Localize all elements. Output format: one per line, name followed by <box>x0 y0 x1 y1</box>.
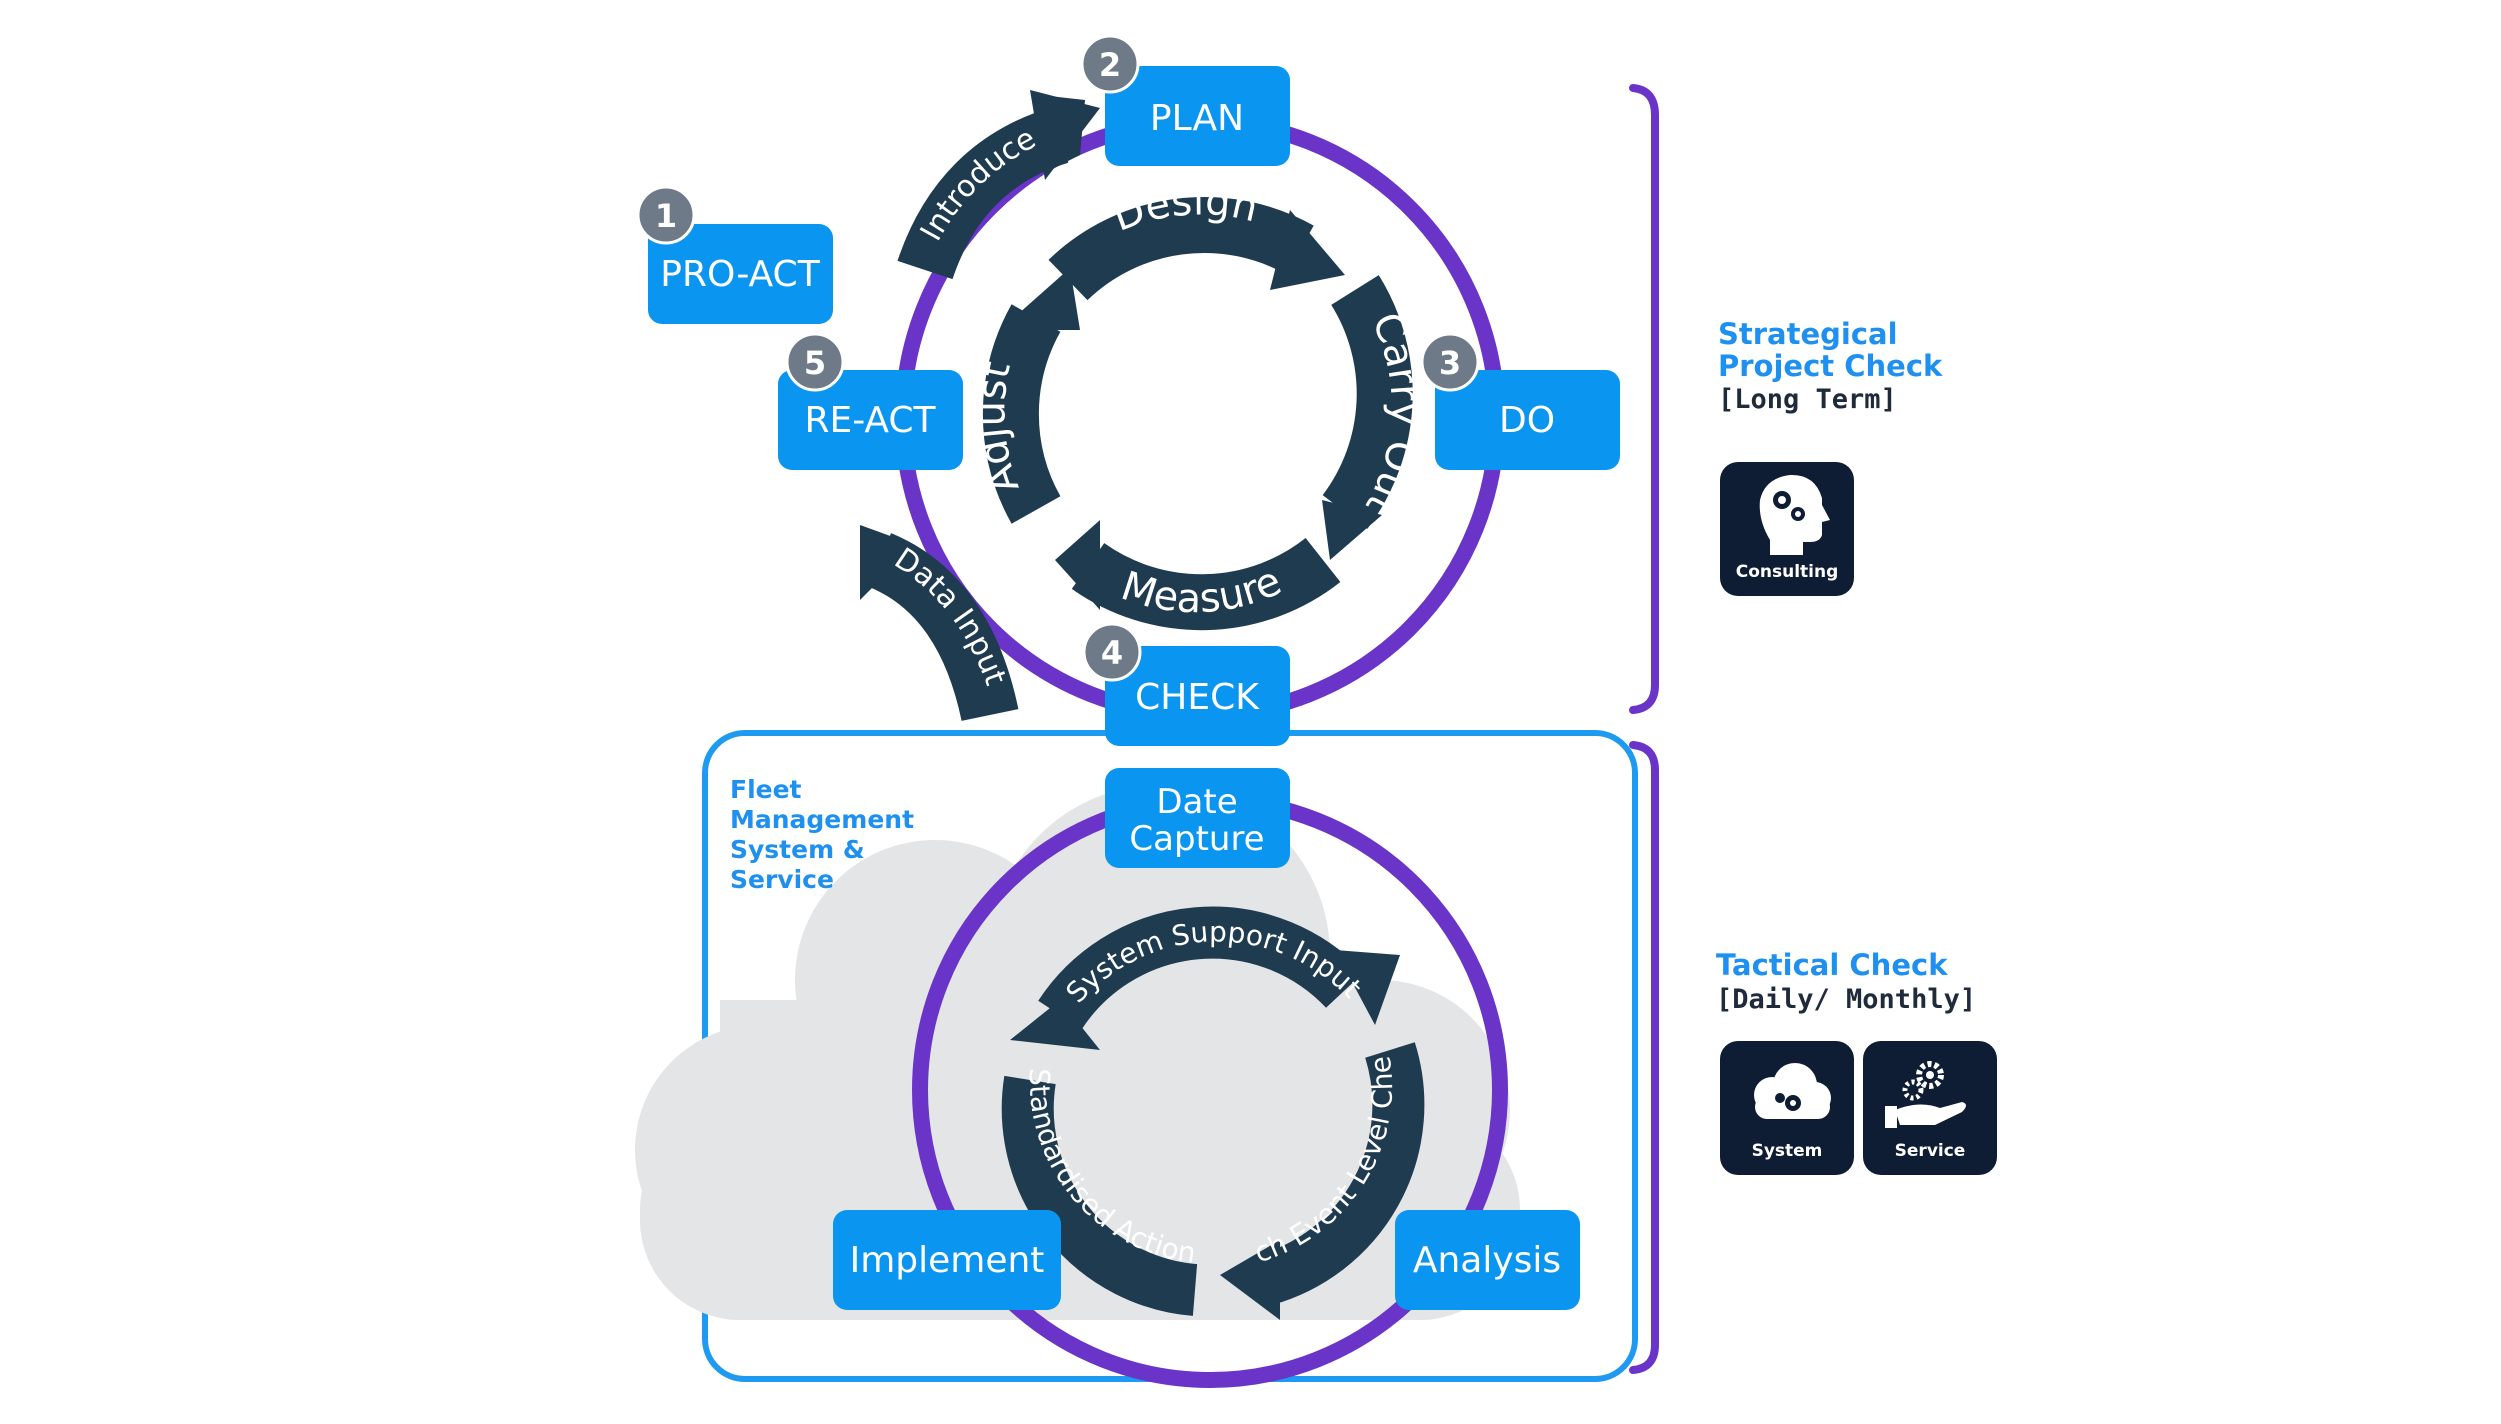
consulting-icon-label: Consulting <box>1736 562 1839 582</box>
strategic-bracket <box>1629 84 1659 714</box>
re-act-number: 5 <box>804 344 826 382</box>
fleet-management-label: Fleet Management System & Service <box>730 775 914 894</box>
implement-label: Implement <box>850 1240 1045 1281</box>
plan-number: 2 <box>1099 46 1121 84</box>
strategic-panel: Strategical Project Check [Long Term] Co… <box>1718 317 1943 596</box>
top-inner-arrowheads <box>1000 210 1382 610</box>
date-capture-line-2: Capture <box>1129 819 1264 859</box>
check-label: CHECK <box>1135 677 1260 718</box>
system-icon: System <box>1720 1041 1854 1175</box>
bottom-inner-arrowheads <box>1010 950 1400 1320</box>
check-number: 4 <box>1101 634 1123 672</box>
step-badge <box>1420 332 1480 392</box>
strategic-title-line-1: Strategical <box>1718 317 1898 351</box>
service-icon: Service <box>1863 1041 1997 1175</box>
box-implement[interactable]: Implement <box>833 1210 1061 1310</box>
tactical-title: Tactical Check <box>1716 948 1948 982</box>
step-plan[interactable]: PLAN 2 <box>1080 34 1290 166</box>
svg-text:System &: System & <box>730 835 865 864</box>
consulting-icon: Consulting <box>1720 462 1854 596</box>
step-badge <box>785 332 845 392</box>
step-do[interactable]: DO 3 <box>1420 332 1620 470</box>
svg-text:Management: Management <box>730 805 914 834</box>
date-capture-line-1: Date <box>1156 782 1237 822</box>
box-analysis[interactable]: Analysis <box>1395 1210 1580 1310</box>
step-pro-act[interactable]: PRO-ACT 1 <box>636 185 833 324</box>
re-act-label: RE-ACT <box>804 400 936 441</box>
step-re-act[interactable]: RE-ACT 5 <box>778 332 963 470</box>
step-badge <box>636 185 696 245</box>
service-icon-label: Service <box>1895 1141 1966 1161</box>
analysis-label: Analysis <box>1413 1240 1561 1281</box>
svg-text:Fleet: Fleet <box>730 775 802 804</box>
do-label: DO <box>1499 400 1555 441</box>
pro-act-number: 1 <box>655 197 677 235</box>
svg-text:Service: Service <box>730 865 834 894</box>
step-badge <box>1080 34 1140 94</box>
tactical-panel: Tactical Check [Daily/ Monthly] System <box>1716 948 1997 1175</box>
box-date-capture[interactable]: Date Capture <box>1105 768 1290 868</box>
strategic-title-line-2: Project Check <box>1718 349 1943 383</box>
step-badge <box>1082 622 1142 682</box>
strategic-subtitle: [Long Term] <box>1718 384 1897 415</box>
step-check[interactable]: CHECK 4 <box>1082 622 1290 746</box>
system-icon-label: System <box>1752 1141 1823 1161</box>
plan-label: PLAN <box>1150 98 1244 139</box>
tactical-bracket <box>1629 741 1659 1374</box>
bottom-inner-cycle <box>1001 906 1425 1316</box>
tactical-subtitle: [Daily/ Monthly] <box>1716 984 1976 1015</box>
pro-act-label: PRO-ACT <box>660 254 820 295</box>
top-inner-cycle <box>982 196 1413 631</box>
do-number: 3 <box>1439 344 1461 382</box>
